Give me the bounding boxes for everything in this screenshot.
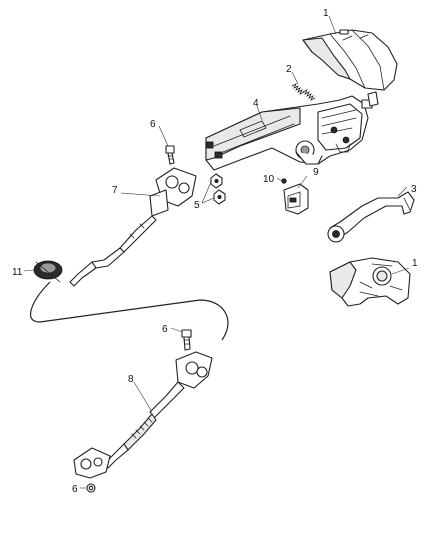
- nuts: [210, 173, 226, 205]
- lower-steering-shaft: [73, 351, 213, 479]
- callout-6-upper-bolt: 6: [150, 119, 156, 130]
- callout-3-lever: 3: [411, 184, 417, 195]
- washer-bottom: [86, 483, 96, 493]
- lower-shroud: [329, 257, 411, 307]
- callout-10-screw: 10: [263, 174, 275, 185]
- callout-7-intermediate-shaft: 7: [112, 185, 118, 196]
- tilt-release-lever: [327, 191, 415, 243]
- steering-column-assembly: [205, 91, 379, 171]
- callout-labels: 1 2 4 6 7 5 10 9 3 1 11 6 8 6: [12, 8, 418, 495]
- callout-2-springs: 2: [286, 64, 292, 75]
- callout-11-seal: 11: [12, 267, 23, 278]
- switch-module: [283, 183, 309, 215]
- leader-lines: [23, 15, 410, 489]
- dash-seal-boot: [33, 260, 63, 283]
- bolt-upper: [165, 145, 175, 165]
- callout-1-lower-shroud: 1: [412, 258, 418, 269]
- callout-6-middle-bolt: 6: [162, 324, 168, 335]
- screw-10: [281, 178, 287, 184]
- callout-1-upper-shroud: 1: [323, 8, 329, 19]
- callout-5-nuts: 5: [194, 200, 200, 211]
- callout-6-washer: 6: [72, 484, 78, 495]
- callout-8-lower-shaft: 8: [128, 374, 134, 385]
- bolt-middle: [181, 329, 192, 351]
- tilt-springs: [291, 83, 316, 101]
- callout-4-column: 4: [253, 98, 259, 109]
- intermediate-shaft: [69, 167, 197, 287]
- assembly-link-loop: [29, 281, 229, 341]
- callout-9-switch: 9: [313, 167, 319, 178]
- upper-shroud-cover: [302, 29, 398, 91]
